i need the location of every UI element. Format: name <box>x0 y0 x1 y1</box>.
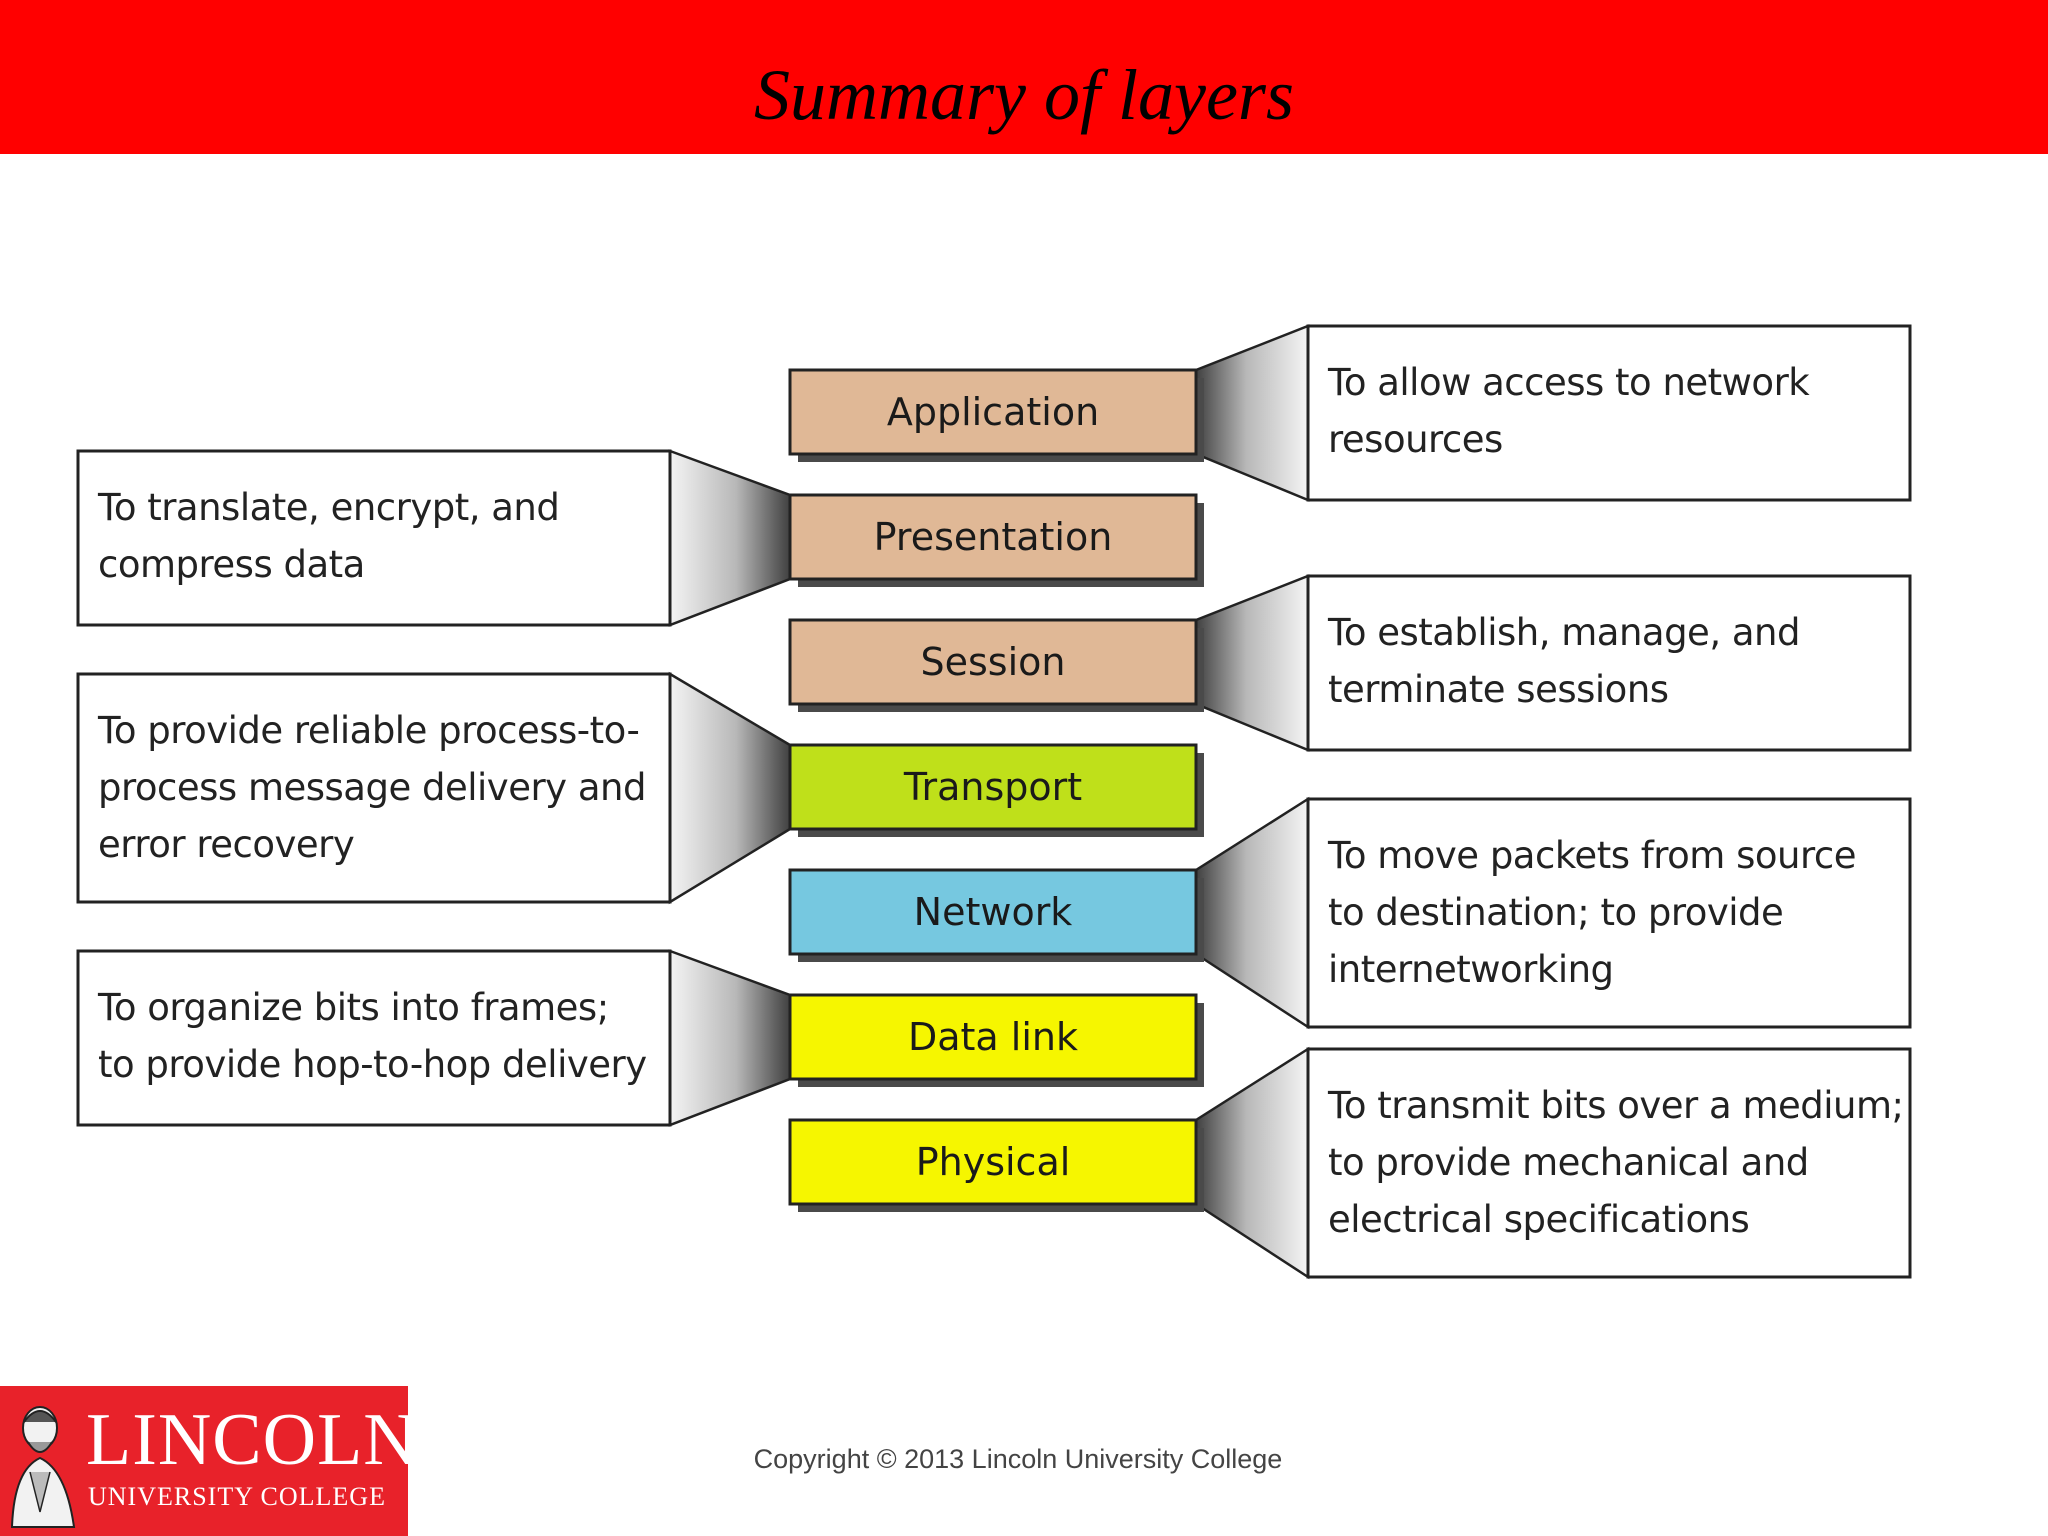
description-line: resources <box>1328 418 1503 461</box>
description-physical: To transmit bits over a medium; to provid… <box>1328 1077 1904 1248</box>
layer-label-physical: Physical <box>916 1140 1071 1184</box>
description-line: To allow access to network <box>1328 361 1810 404</box>
connector-transport <box>668 671 792 905</box>
logo-subtitle: UNIVERSITY COLLEGE <box>88 1482 386 1511</box>
connector-network <box>1194 796 1310 1030</box>
description-line: process message delivery and <box>98 766 646 809</box>
layer-box-data-link <box>788 993 1198 1081</box>
layer-box-presentation <box>788 493 1198 581</box>
slide-title: Summary of layers <box>754 55 1294 135</box>
description-data-link: To organize bits into frames; to provide … <box>98 979 660 1093</box>
layer-box-transport <box>788 743 1198 831</box>
university-logo: LINCOLN UNIVERSITY COLLEGE <box>0 1386 417 1536</box>
copyright-text: Copyright © 2013 Lincoln University Coll… <box>753 1444 1283 1474</box>
description-network: To move packets from source to destinatio… <box>1328 827 1900 998</box>
description-line: terminate sessions <box>1328 668 1669 711</box>
description-line: error recovery <box>98 823 355 866</box>
description-line: To establish, manage, and <box>1328 611 1800 654</box>
connector-data-link <box>668 949 792 1127</box>
title-bar <box>0 0 2048 154</box>
description-line: to provide mechanical and <box>1328 1141 1809 1184</box>
description-box-physical <box>1306 1047 1912 1279</box>
layer-box-physical <box>788 1118 1198 1206</box>
description-presentation: To translate, encrypt, and compress data <box>98 479 660 593</box>
description-box-network <box>1306 797 1912 1029</box>
description-line: To move packets from source <box>1328 834 1856 877</box>
layer-box-application <box>788 368 1198 456</box>
layer-label-presentation: Presentation <box>874 515 1113 559</box>
description-line: To provide reliable process-to- <box>98 709 640 752</box>
description-line: To translate, encrypt, and <box>98 486 560 529</box>
description-box-transport <box>76 672 672 904</box>
description-transport: To provide reliable process-to-process m… <box>98 702 660 873</box>
logo-name: LINCOLN <box>86 1399 418 1481</box>
connector-session <box>1194 574 1310 752</box>
description-box-presentation <box>76 449 672 627</box>
description-session: To establish, manage, and terminate sessi… <box>1328 604 1900 718</box>
description-line: To organize bits into frames; <box>98 986 609 1029</box>
description-line: To transmit bits over a medium; <box>1328 1084 1904 1127</box>
description-line: internetworking <box>1328 948 1614 991</box>
description-box-data-link <box>76 949 672 1127</box>
layer-label-transport: Transport <box>903 765 1082 809</box>
description-application: To allow access to network resources <box>1328 354 1900 468</box>
connector-application <box>1194 324 1310 502</box>
layer-label-data-link: Data link <box>908 1015 1078 1059</box>
layer-box-network <box>788 868 1198 956</box>
description-line: compress data <box>98 543 365 586</box>
description-box-session <box>1306 574 1912 752</box>
layer-label-application: Application <box>887 390 1099 434</box>
bust-icon <box>10 1406 76 1528</box>
description-line: to provide hop-to-hop delivery <box>98 1043 647 1086</box>
layer-box-session <box>788 618 1198 706</box>
connector-physical <box>1194 1046 1310 1280</box>
connector-presentation <box>668 449 792 627</box>
description-line: to destination; to provide <box>1328 891 1784 934</box>
layer-label-network: Network <box>914 890 1073 934</box>
description-line: electrical specifications <box>1328 1198 1750 1241</box>
layer-label-session: Session <box>921 640 1066 684</box>
description-box-application <box>1306 324 1912 502</box>
